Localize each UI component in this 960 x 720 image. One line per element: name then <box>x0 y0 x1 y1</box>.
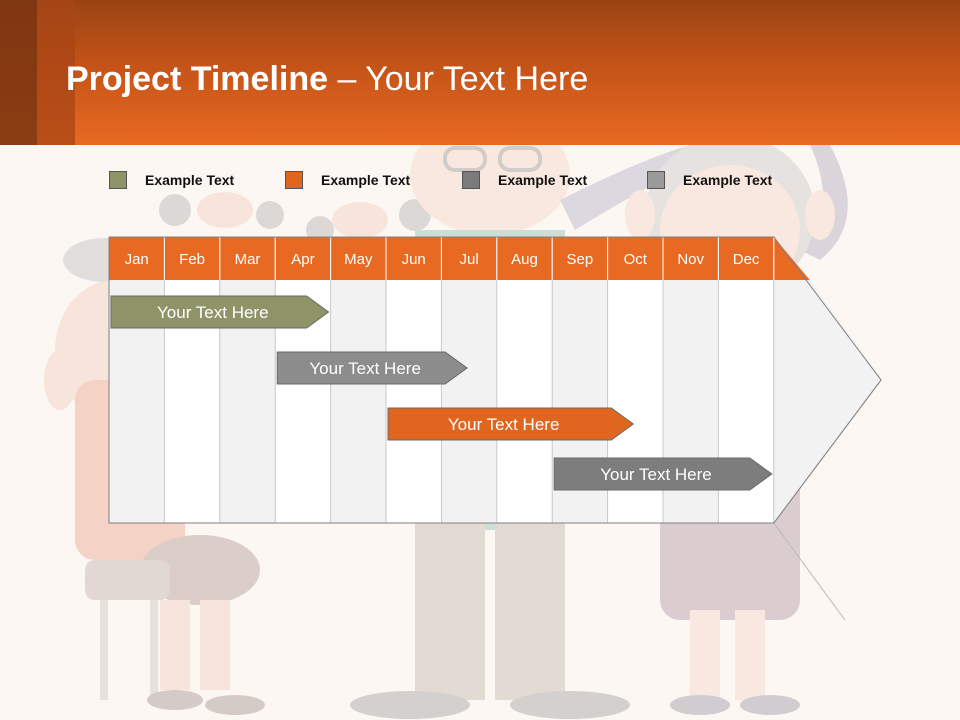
slide-title[interactable]: Project Timeline – Your Text Here <box>66 60 588 99</box>
legend-swatch-olive <box>109 171 127 189</box>
arrow-shadow-line <box>773 522 846 621</box>
legend-item: Example Text <box>462 170 587 190</box>
legend-label: Example Text <box>498 172 588 188</box>
task-bar <box>110 295 330 329</box>
month-label: Jun <box>402 251 426 268</box>
legend-swatch-light-gray <box>647 171 665 189</box>
title-rest: – Your Text Here <box>328 60 589 98</box>
legend-item: Example Text <box>109 170 234 190</box>
month-column <box>330 280 386 523</box>
legend-item: Example Text <box>285 170 410 190</box>
month-column <box>386 280 442 523</box>
month-label: Mar <box>235 251 261 268</box>
month-header-band <box>109 237 810 280</box>
month-label: Aug <box>511 251 538 268</box>
task-label: Your Text Here <box>309 359 421 378</box>
slide-header: Project Timeline – Your Text Here <box>0 0 960 145</box>
month-column <box>496 280 553 523</box>
month-label: Nov <box>677 251 704 268</box>
legend-label: Example Text <box>145 172 235 188</box>
task-label: Your Text Here <box>600 465 712 484</box>
month-label: Jan <box>125 251 149 268</box>
month-label: Oct <box>624 251 648 268</box>
month-label: Apr <box>291 251 314 268</box>
month-label: Sep <box>567 251 594 268</box>
legend-label: Example Text <box>321 172 411 188</box>
task-bar <box>553 457 773 491</box>
month-label: Feb <box>179 251 205 268</box>
month-label: Dec <box>733 251 760 268</box>
month-label: May <box>344 251 373 268</box>
task-bar <box>387 407 635 441</box>
timeline-arrow-outline <box>108 236 882 524</box>
header-stripe <box>0 0 37 145</box>
header-stripe <box>37 0 75 145</box>
month-column <box>441 280 497 523</box>
arrow-head-fill <box>773 280 881 523</box>
legend-swatch-orange <box>285 171 303 189</box>
legend-item: Example Text <box>647 170 772 190</box>
title-bold: Project Timeline <box>66 60 329 98</box>
legend-label: Example Text <box>683 172 773 188</box>
task-bar <box>276 351 468 385</box>
task-label: Your Text Here <box>157 303 269 322</box>
month-label: Jul <box>460 251 479 268</box>
task-label: Your Text Here <box>448 415 560 434</box>
legend-swatch-gray <box>462 171 480 189</box>
